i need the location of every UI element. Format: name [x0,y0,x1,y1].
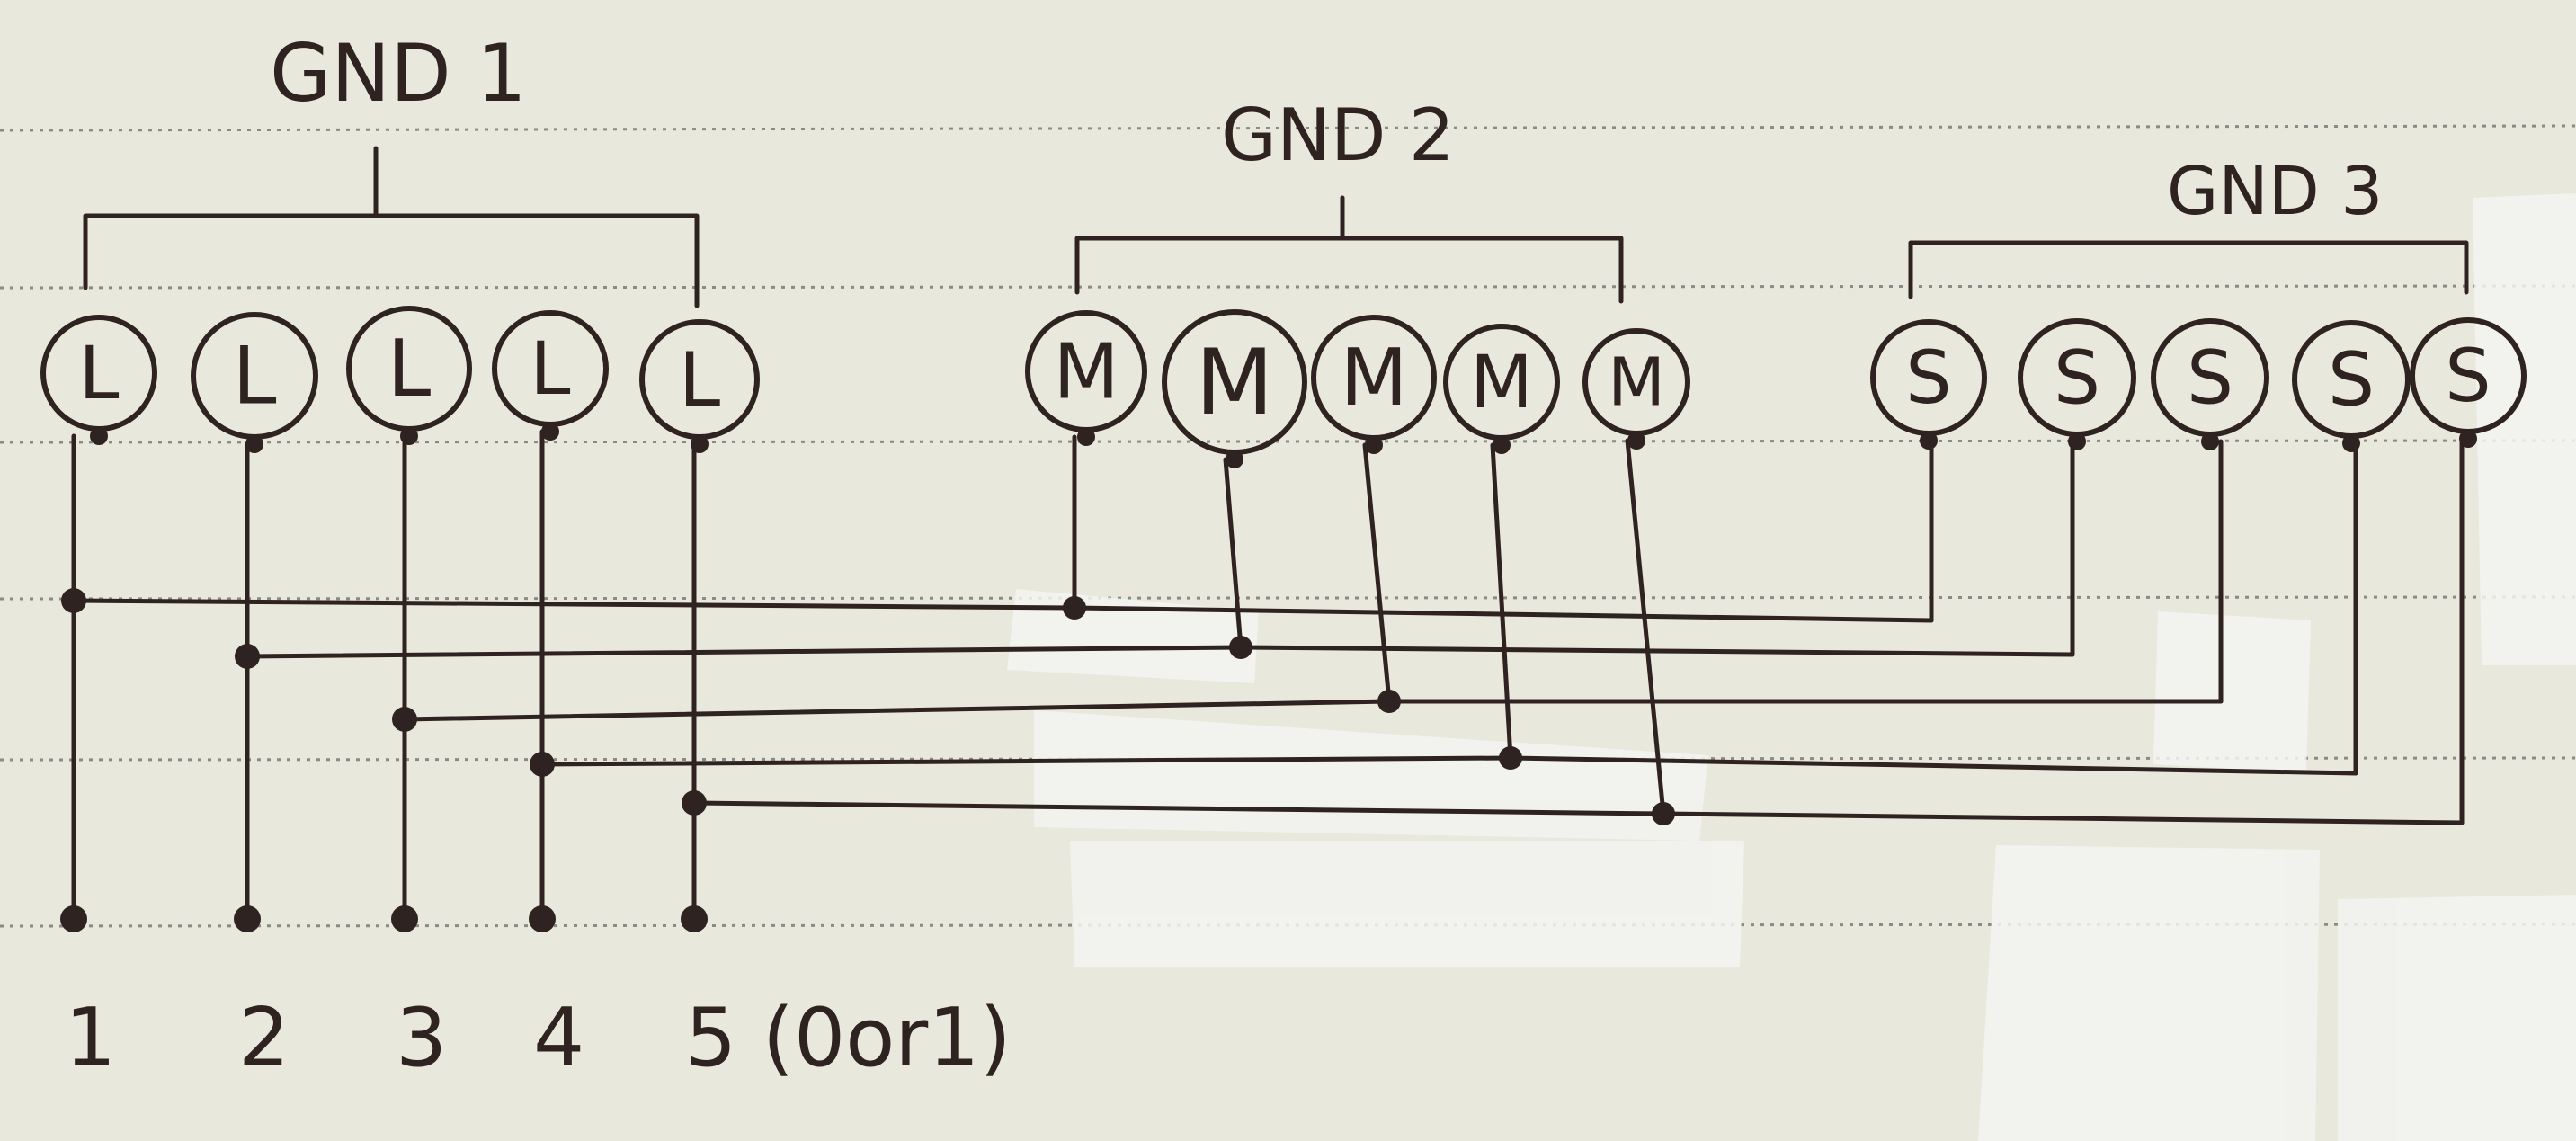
lamp-contact-dot [1077,428,1095,446]
lamp-contact-dot [2459,430,2477,448]
lamp-letter: L [78,332,119,416]
lamp-contact-dot [1365,436,1383,454]
terminal-dot [234,905,261,932]
lamp-contact-dot [2068,432,2086,450]
tape-patches [1007,193,2576,1141]
lamp-8: M [1311,315,1437,441]
m-drop-2 [1223,457,1243,650]
lamp-letter: M [1470,341,1533,425]
m-junction-dot [1499,746,1522,770]
lamp-7: M [1162,309,1307,455]
m-junction-dot [1063,596,1086,620]
gnd2-bracket [1074,195,1624,304]
lamp-12: S [2018,318,2136,437]
lamp-letter: S [2054,335,2100,421]
lamp-11: S [1870,319,1987,436]
terminal-dot [391,905,418,932]
lamp-10: M [1582,328,1690,436]
terminal-label-4: 4 [533,991,584,1085]
lamp-contact-dot [2201,432,2219,450]
lamp-contact-dot [691,435,709,453]
gnd2-label: GND 2 [1221,94,1455,177]
lamp-contact-dot [400,427,418,445]
lamp-contact-dot [1920,432,1938,450]
lamp-contact-dot [1627,432,1645,450]
lamp-14: S [2292,320,2411,439]
terminal-dot [60,905,87,932]
lamp-letter: S [2187,335,2233,421]
lamp-contact-dot [1493,436,1511,454]
junction-dots [60,423,2477,932]
lamp-6: M [1025,310,1147,432]
bus-junction-dot [235,644,260,669]
lamp-contact-dot [1226,450,1243,468]
bus-line-3 [402,699,2224,722]
lamp-letter: L [530,327,570,412]
lamp-contact-dot [2342,434,2360,452]
lamp-letter: S [2328,337,2375,423]
terminal-dot [529,905,556,932]
lamp-1: L [40,315,157,432]
lamp-letter: L [232,330,276,423]
m-drop-3 [1362,442,1392,704]
bus-junction-dot [682,790,707,816]
m-drop-5 [1625,438,1666,816]
gnd1-bracket [83,146,700,308]
m-junction-dot [1652,802,1675,825]
lamp-5: L [639,319,760,440]
lamp-contact-dot [245,435,263,453]
lamp-letter: M [1053,327,1119,416]
lamp-3: L [346,306,472,432]
terminal-label-2: 2 [238,991,290,1085]
lamp-4: L [492,310,609,427]
bus-line-1 [71,598,1934,623]
lamp-2: L [191,312,318,440]
lamp-9: M [1443,324,1560,441]
lamp-letter: M [1195,329,1273,435]
m-junction-dot [1229,636,1252,659]
lamp-letter: L [679,336,720,423]
lamp-13: S [2151,318,2269,437]
lamp-contact-dot [90,427,108,445]
terminal-label-1: 1 [65,991,116,1085]
lamp-contact-dot [541,423,559,441]
lamp-15: S [2410,317,2527,434]
m-junction-dot [1377,690,1401,713]
lamp-letter: M [1340,332,1407,423]
lamp-letter: S [1905,336,1951,421]
terminal-dot [681,905,708,932]
bus-junction-dot [530,752,555,777]
lamp-letter: M [1608,344,1665,422]
bus-junction-dot [61,588,86,613]
bus-junction-dot [392,707,417,732]
lamp-letter: L [388,323,431,415]
gnd1-label: GND 1 [270,27,527,120]
terminal-label-5: 5 (0or1) [685,991,1012,1085]
terminal-label-3: 3 [396,991,447,1085]
m-drop-4 [1490,442,1513,761]
lamp-letter: S [2445,334,2491,419]
gnd3-bracket [1908,240,2469,299]
gnd3-label: GND 3 [2167,153,2383,230]
